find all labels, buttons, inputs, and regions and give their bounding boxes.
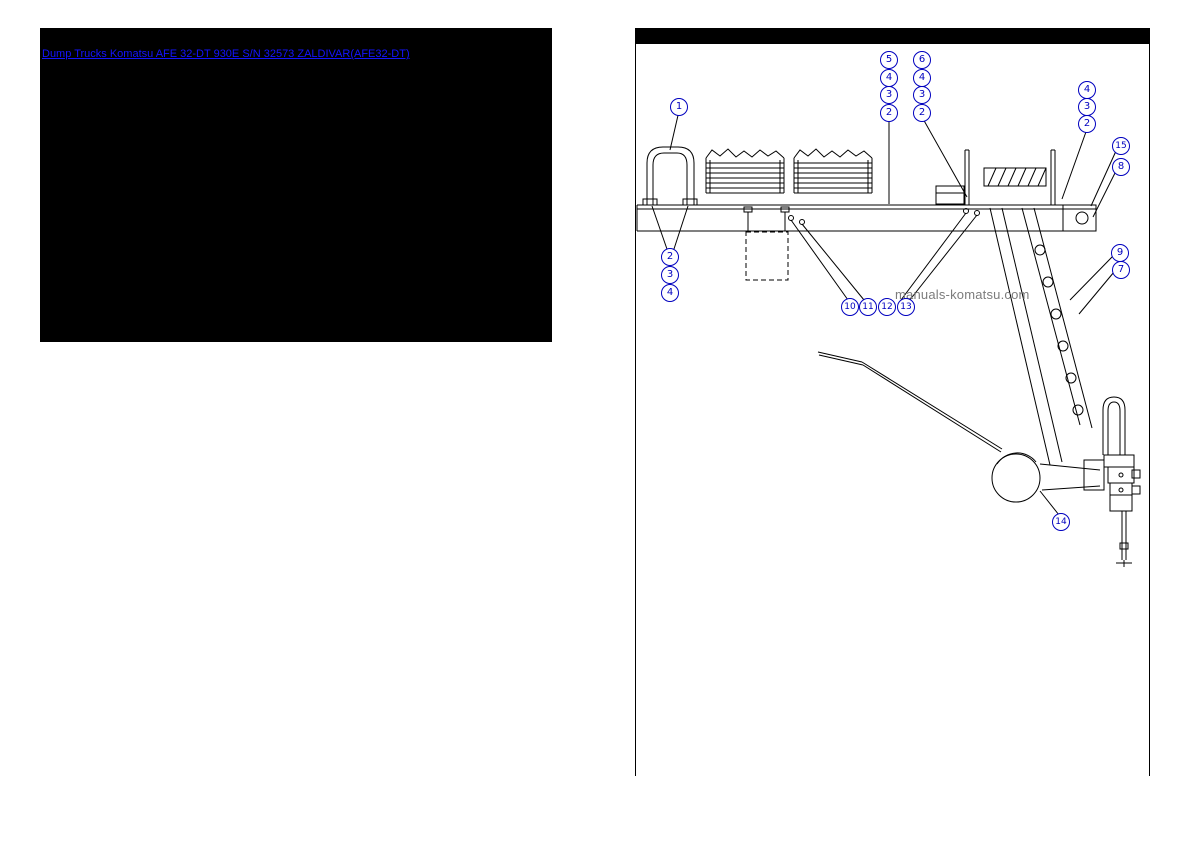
callout-3: 3: [1078, 98, 1096, 116]
callout-3: 3: [913, 86, 931, 104]
callout-4: 4: [913, 69, 931, 87]
callout-6: 6: [913, 51, 931, 69]
manual-title-link[interactable]: Dump Trucks Komatsu AFE 32-DT 930E S/N 3…: [42, 48, 410, 60]
callout-2: 2: [1078, 115, 1096, 133]
callout-2: 2: [661, 248, 679, 266]
callout-4: 4: [1078, 81, 1096, 99]
diagram-top-bar: [636, 28, 1149, 44]
callout-2: 2: [880, 104, 898, 122]
callout-4: 4: [880, 69, 898, 87]
watermark: manuals-komatsu.com: [895, 287, 1030, 302]
callout-5: 5: [880, 51, 898, 69]
callout-15: 15: [1112, 137, 1130, 155]
callout-4: 4: [661, 284, 679, 302]
callout-10: 10: [841, 298, 859, 316]
diagram-frame: [635, 28, 1150, 776]
callout-3: 3: [661, 266, 679, 284]
callout-2: 2: [913, 104, 931, 122]
callout-14: 14: [1052, 513, 1070, 531]
callout-9: 9: [1111, 244, 1129, 262]
callout-3: 3: [880, 86, 898, 104]
callout-8: 8: [1112, 158, 1130, 176]
callout-11: 11: [859, 298, 877, 316]
callout-13: 13: [897, 298, 915, 316]
thumbnail-panel: Dump Trucks Komatsu AFE 32-DT 930E S/N 3…: [40, 28, 552, 342]
callout-12: 12: [878, 298, 896, 316]
callout-7: 7: [1112, 261, 1130, 279]
callout-1: 1: [670, 98, 688, 116]
